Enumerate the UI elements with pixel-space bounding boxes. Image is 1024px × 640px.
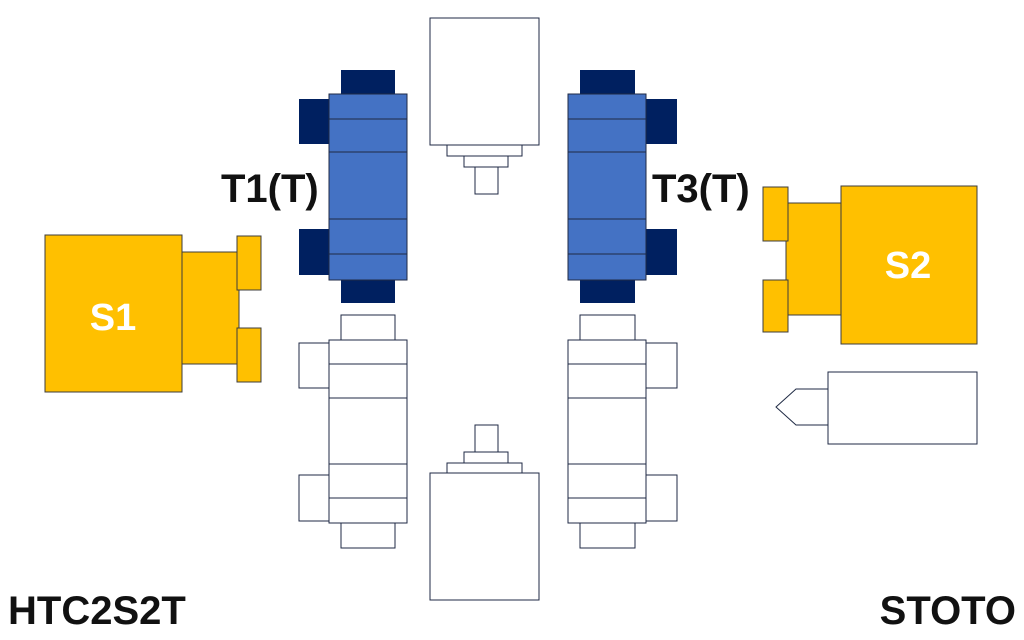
- spindle-s2-label: S2: [885, 245, 931, 287]
- spindle-s2: S2: [762, 185, 978, 345]
- turret-t3: [567, 70, 677, 303]
- turret-t3-label: T3(T): [652, 167, 750, 211]
- top-tool-head: [429, 17, 540, 195]
- spindle-s1-label: S1: [90, 297, 136, 339]
- turret-t1-label: T1(T): [221, 167, 319, 211]
- turret-lower-left: [298, 314, 408, 549]
- mode-label: STOTO: [880, 589, 1016, 633]
- turret-t1: [299, 70, 408, 303]
- turret-lower-right: [567, 314, 678, 549]
- bottom-tool-head: [429, 424, 540, 601]
- machine-config-label: HTC2S2T: [8, 589, 186, 633]
- spindle-s1: S1: [44, 234, 262, 393]
- tailstock: [775, 371, 978, 445]
